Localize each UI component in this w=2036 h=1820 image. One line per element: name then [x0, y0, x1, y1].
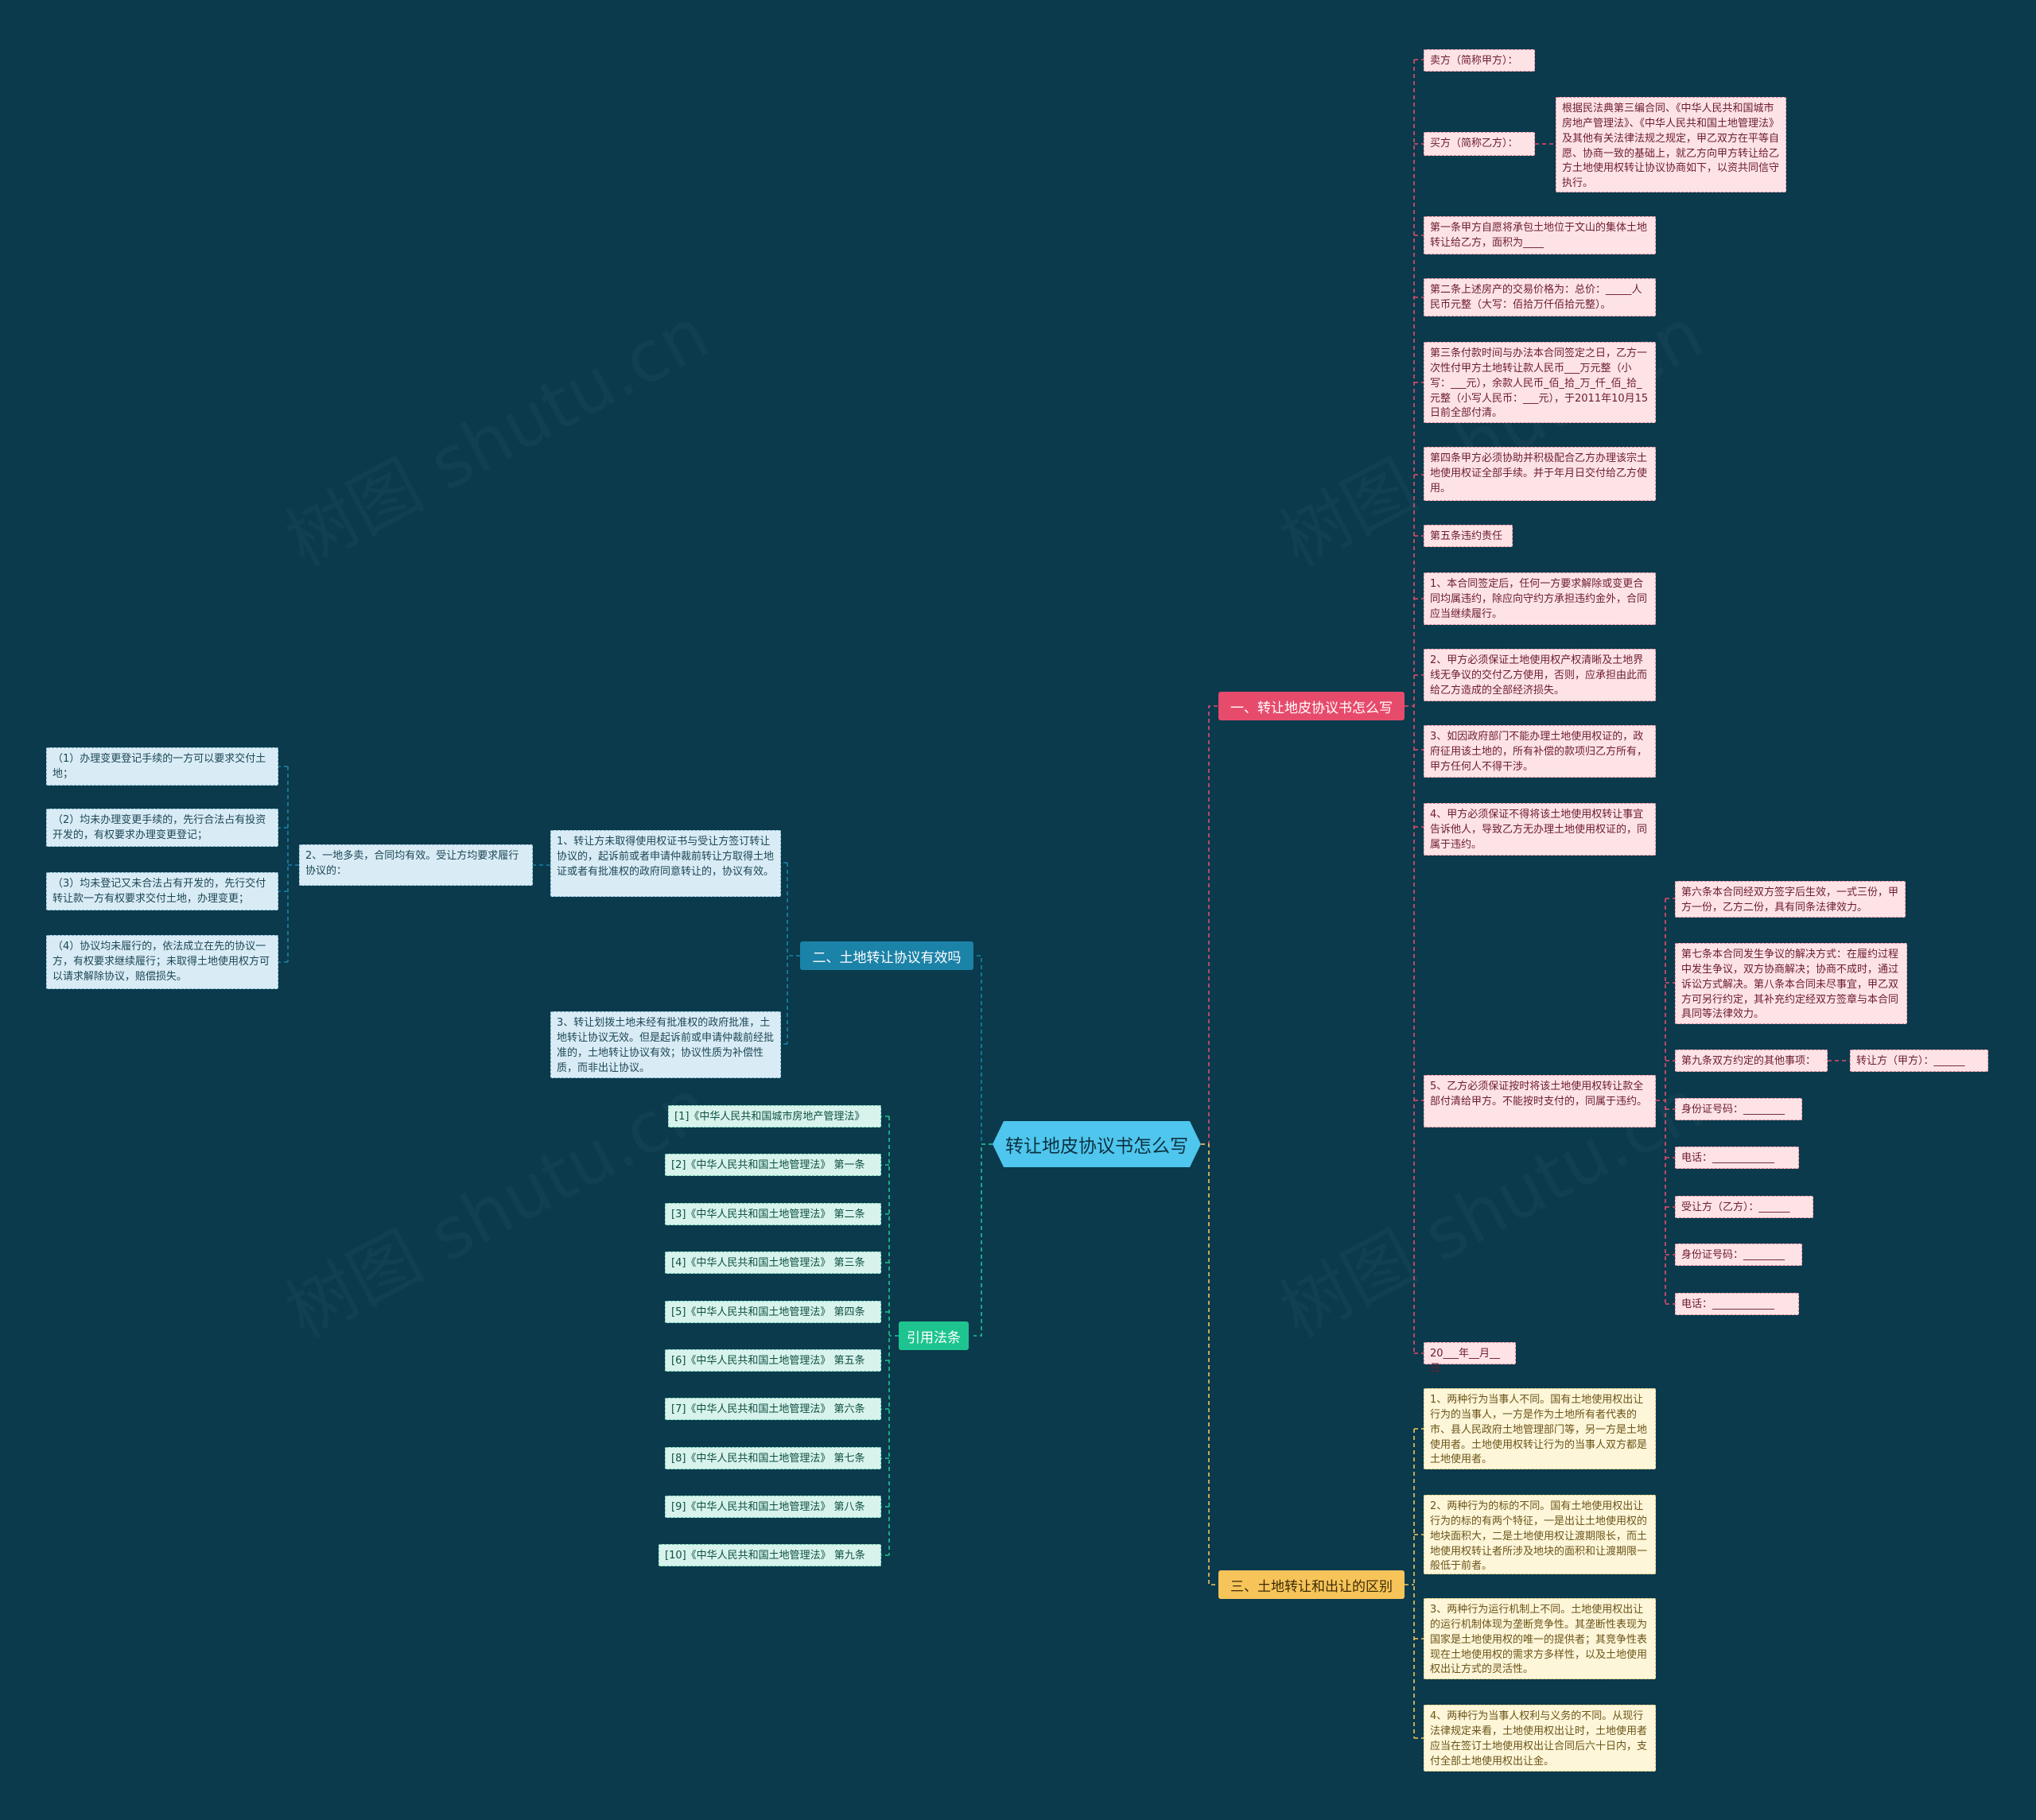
branch-is-valid[interactable]: 二、土地转让协议有效吗: [800, 941, 973, 970]
multi-sale-2-node[interactable]: （2）均未办理变更手续的，先行合法占有投资开发的，有权要求办理变更登记；: [46, 809, 278, 847]
law-ref-7[interactable]: [7]《中华人民共和国土地管理法》 第六条: [665, 1398, 881, 1420]
law-ref-9[interactable]: [9]《中华人民共和国土地管理法》 第八条: [665, 1496, 881, 1518]
date-node[interactable]: 20___年__月__日: [1424, 1342, 1516, 1375]
article-6-node[interactable]: 第六条本合同经双方签字后生效，一式三份，甲方一份，乙方二份，具有同条法律效力。: [1675, 881, 1906, 918]
article-9-node[interactable]: 第九条双方约定的其他事项：: [1675, 1050, 1828, 1072]
transferor-node[interactable]: 转让方（甲方）：______: [1850, 1050, 1988, 1072]
law-ref-4[interactable]: [4]《中华人民共和国土地管理法》 第三条: [665, 1251, 881, 1274]
preamble-node[interactable]: 根据民法典第三编合同、《中华人民共和国城市房地产管理法》、《中华人民共和国土地管…: [1556, 97, 1786, 192]
validity-3-node[interactable]: 3、转让划拨土地未经有批准权的政府批准，土地转让协议无效。但是起诉前或申请仲裁前…: [550, 1011, 781, 1078]
article-1-node[interactable]: 第一条甲方自愿将承包土地位于文山的集体土地转让给乙方，面积为____: [1424, 216, 1656, 254]
buyer-node[interactable]: 买方（简称乙方）：: [1424, 132, 1535, 156]
branch-difference[interactable]: 三、土地转让和出让的区别: [1218, 1570, 1405, 1599]
law-ref-8[interactable]: [8]《中华人民共和国土地管理法》 第七条: [665, 1447, 881, 1469]
multi-sale-3-node[interactable]: （3）均未登记又未合法占有开发的，先行交付转让款一方有权要求交付土地，办理变更；: [46, 872, 278, 910]
law-ref-10[interactable]: [10]《中华人民共和国土地管理法》 第九条: [659, 1544, 881, 1566]
watermark: 树图 shutu.cn: [266, 278, 723, 585]
law-ref-1[interactable]: [1]《中华人民共和国城市房地产管理法》: [668, 1105, 881, 1127]
article-3-node[interactable]: 第三条付款时间与办法本合同签定之日，乙方一次性付甲方土地转让款人民币___万元整…: [1424, 342, 1656, 423]
id-number-2-node[interactable]: 身份证号码：________: [1675, 1244, 1802, 1266]
breach-4-node[interactable]: 4、甲方必须保证不得将该土地使用权转让事宜告诉他人，导致乙方无办理土地使用权证的…: [1424, 803, 1656, 856]
validity-1-node[interactable]: 1、转让方未取得使用权证书与受让方签订转让协议的，起诉前或者申请仲裁前转让方取得…: [550, 830, 781, 897]
difference-3-node[interactable]: 3、两种行为运行机制上不同。土地使用权出让的运行机制体现为垄断竞争性。其垄断性表…: [1424, 1598, 1656, 1679]
article-4-node[interactable]: 第四条甲方必须协助并积极配合乙方办理该宗土地使用权证全部手续。并于年月日交付给乙…: [1424, 447, 1656, 501]
branch-how-to-write[interactable]: 一、转让地皮协议书怎么写: [1218, 692, 1405, 720]
article-2-node[interactable]: 第二条上述房产的交易价格为：总价：_____人民币元整（大写：佰拾万仟佰拾元整）…: [1424, 278, 1656, 316]
phone-2-node[interactable]: 电话：____________: [1675, 1293, 1799, 1315]
article-5-node[interactable]: 第五条违约责任: [1424, 525, 1513, 547]
validity-2-node[interactable]: 2、一地多卖，合同均有效。受让方均要求履行协议的：: [299, 844, 533, 886]
root-topic[interactable]: 转让地皮协议书怎么写: [993, 1121, 1201, 1167]
breach-2-node[interactable]: 2、甲方必须保证土地使用权产权清晰及土地界线无争议的交付乙方使用，否则，应承担由…: [1424, 649, 1656, 701]
law-ref-6[interactable]: [6]《中华人民共和国土地管理法》 第五条: [665, 1349, 881, 1372]
transferee-node[interactable]: 受让方（乙方）：______: [1675, 1196, 1813, 1218]
phone-1-node[interactable]: 电话：____________: [1675, 1147, 1799, 1169]
difference-4-node[interactable]: 4、两种行为当事人权利与义务的不同。从现行法律规定来看，土地使用权出让时，土地使…: [1424, 1705, 1656, 1771]
multi-sale-1-node[interactable]: （1）办理变更登记手续的一方可以要求交付土地；: [46, 747, 278, 786]
seller-node[interactable]: 卖方（简称甲方）：: [1424, 49, 1535, 72]
difference-2-node[interactable]: 2、两种行为的标的不同。国有土地使用权出让行为的标的有两个特征，一是出让土地使用…: [1424, 1495, 1656, 1574]
breach-3-node[interactable]: 3、如因政府部门不能办理土地使用权证的，政府征用该土地的，所有补偿的款项归乙方所…: [1424, 725, 1656, 778]
breach-5-node[interactable]: 5、乙方必须保证按时将该土地使用权转让款全部付清给甲方。不能按时支付的，同属于违…: [1424, 1075, 1656, 1127]
watermark: 树图 shutu.cn: [266, 1050, 723, 1356]
id-number-1-node[interactable]: 身份证号码：________: [1675, 1098, 1802, 1120]
multi-sale-4-node[interactable]: （4）协议均未履行的，依法成立在先的协议一方，有权要求继续履行；未取得土地使用权…: [46, 935, 278, 989]
breach-1-node[interactable]: 1、本合同签定后，任何一方要求解除或变更合同均属违约，除应向守约方承担违约金外，…: [1424, 572, 1656, 625]
difference-1-node[interactable]: 1、两种行为当事人不同。国有土地使用权出让行为的当事人，一方是作为土地所有者代表…: [1424, 1388, 1656, 1469]
law-ref-2[interactable]: [2]《中华人民共和国土地管理法》 第一条: [665, 1154, 881, 1176]
law-ref-5[interactable]: [5]《中华人民共和国土地管理法》 第四条: [665, 1301, 881, 1323]
article-7-node[interactable]: 第七条本合同发生争议的解决方式：在履约过程中发生争议，双方协商解决；协商不成时，…: [1675, 943, 1907, 1024]
branch-cited-laws[interactable]: 引用法条: [899, 1321, 969, 1350]
law-ref-3[interactable]: [3]《中华人民共和国土地管理法》 第二条: [665, 1203, 881, 1225]
